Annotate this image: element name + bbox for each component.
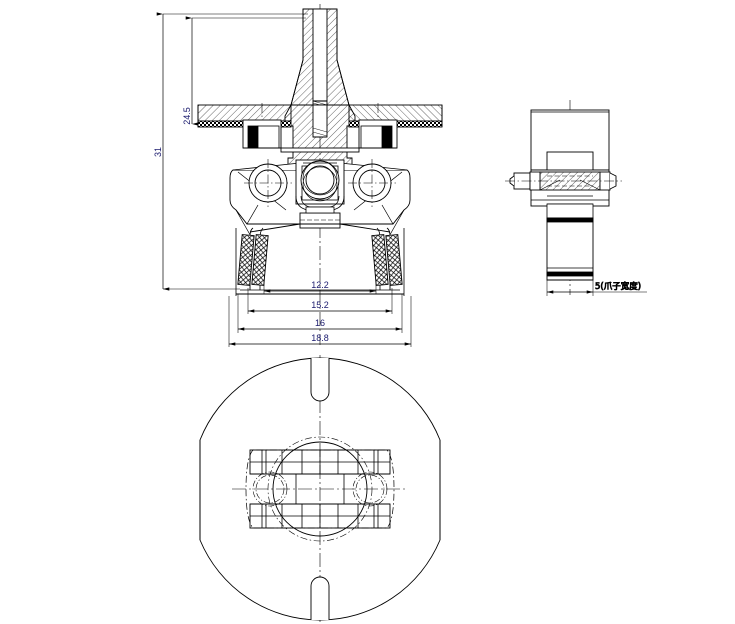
horizontal-dimension-group: 12.2 15.2 16 18.8	[228, 280, 412, 347]
dim-label-31: 31	[153, 147, 163, 157]
lower-jaw-bar	[249, 503, 391, 529]
plan-center-bores	[267, 436, 373, 542]
grip-pad-right-outer	[385, 234, 403, 286]
dim-label-16: 16	[315, 318, 325, 328]
taper-shank	[290, 8, 350, 108]
center-hub	[295, 159, 345, 216]
side-step-lines	[531, 195, 609, 219]
top-keyway-slot	[310, 358, 330, 402]
bolt-bushings	[242, 119, 398, 149]
dim-label-24-5: 24.5	[182, 107, 192, 125]
bottom-keyway-slot	[310, 576, 330, 620]
side-lower-shank	[546, 217, 594, 281]
jaw-carrier-block	[299, 206, 341, 229]
dim-label-18-8: 18.8	[311, 333, 329, 343]
plan-center-crossbars	[250, 473, 390, 505]
shank-shoulder	[284, 104, 356, 151]
right-pivot-bore	[348, 159, 396, 207]
side-view: 5(爪子宽度)	[505, 100, 647, 296]
grip-pad-left-inner	[251, 234, 269, 286]
dim-label-12-2: 12.2	[311, 280, 329, 290]
grip-pads	[237, 234, 403, 286]
grip-pad-left-outer	[237, 234, 255, 286]
dim-extension-lines	[228, 282, 412, 347]
front-section-view	[197, 4, 443, 345]
grip-pad-right-inner	[371, 234, 389, 286]
cross-pin	[505, 171, 622, 191]
jaw-block-envelope	[245, 449, 395, 529]
bottom-plan-view	[199, 355, 441, 622]
plan-side-bores	[252, 471, 388, 507]
left-pivot-bore	[244, 159, 292, 207]
dim-label-jaw-width: 5(爪子宽度)	[595, 281, 641, 292]
dim-label-15-2: 15.2	[311, 300, 329, 310]
jaw-width-dimension: 5(爪子宽度)	[546, 280, 647, 296]
vertical-dimension-group: 31 24.5	[153, 12, 308, 291]
